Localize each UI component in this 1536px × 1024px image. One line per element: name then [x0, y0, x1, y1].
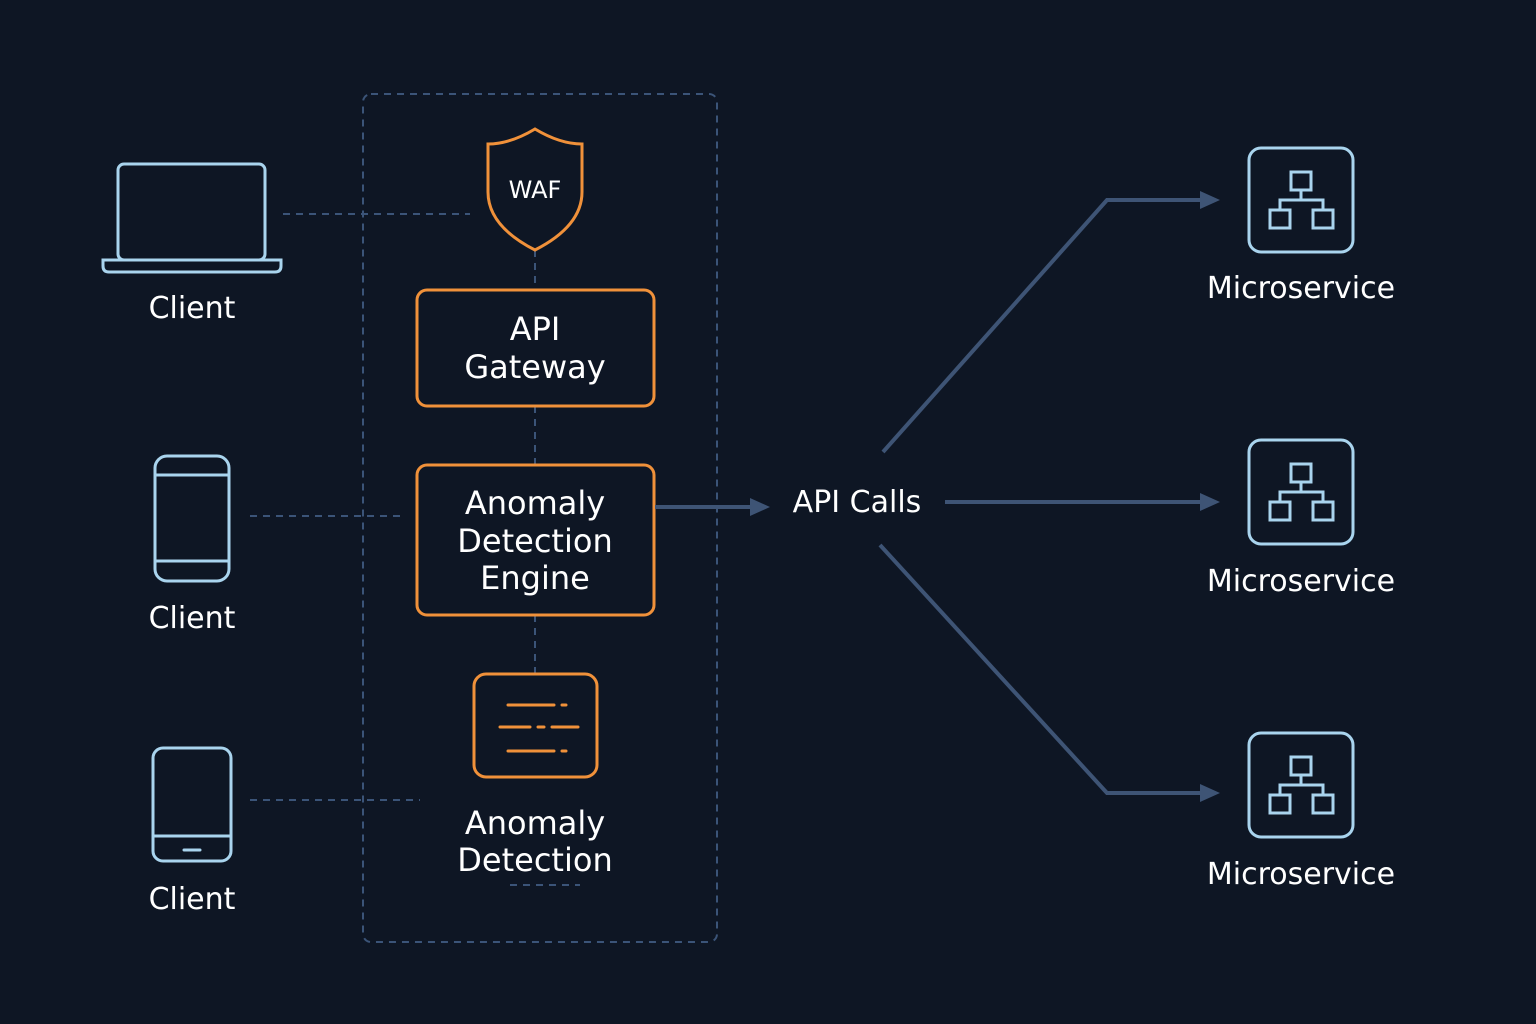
client-smartphone[interactable]: Client: [149, 746, 236, 917]
engine-label-line2: Detection: [457, 522, 612, 560]
client-label: Client: [149, 291, 236, 326]
hierarchy-icon: [1247, 438, 1355, 546]
microservice-label: Microservice: [1207, 857, 1395, 892]
tablet-icon: [153, 454, 231, 583]
api-gateway-label-line2: Gateway: [464, 348, 605, 386]
arrow-to-microservice-3: [878, 543, 1220, 802]
hierarchy-icon: [1247, 146, 1355, 254]
microservice-node-1[interactable]: Microservice: [1207, 146, 1395, 306]
anomaly-engine-node[interactable]: Anomaly Detection Engine: [415, 463, 656, 617]
microservice-node-3[interactable]: Microservice: [1207, 731, 1395, 892]
microservice-node-2[interactable]: Microservice: [1207, 438, 1395, 599]
security-boundary: [362, 93, 718, 943]
client-label: Client: [149, 882, 236, 917]
arrow-to-microservice-2: [945, 493, 1220, 511]
laptop-icon: [101, 162, 283, 274]
hierarchy-icon: [1247, 731, 1355, 839]
waf-label: WAF: [509, 176, 562, 204]
api-calls-label: API Calls: [793, 485, 922, 520]
waf-node[interactable]: WAF: [486, 127, 584, 252]
engine-to-api-calls-arrow: [655, 498, 770, 516]
client-tablet[interactable]: Client: [149, 454, 236, 636]
engine-label-line1: Anomaly: [465, 484, 605, 522]
client-label: Client: [149, 601, 236, 636]
detection-label-line2: Detection: [457, 841, 612, 879]
microservice-label: Microservice: [1207, 271, 1395, 306]
smartphone-icon: [151, 746, 233, 863]
detection-label-line1: Anomaly: [465, 804, 605, 842]
arrow-to-microservice-1: [881, 191, 1220, 454]
anomaly-engine-box: [415, 463, 656, 617]
api-gateway-box: [415, 288, 656, 408]
anomaly-detection-node[interactable]: Anomaly Detection: [457, 672, 613, 879]
engine-label-line3: Engine: [480, 559, 590, 597]
client-laptop[interactable]: Client: [101, 162, 283, 326]
log-panel-icon: [472, 672, 599, 779]
microservice-label: Microservice: [1207, 564, 1395, 599]
api-gateway-node[interactable]: API Gateway: [415, 288, 656, 408]
api-gateway-label-line1: API: [510, 310, 561, 348]
shield-icon: [486, 127, 584, 252]
